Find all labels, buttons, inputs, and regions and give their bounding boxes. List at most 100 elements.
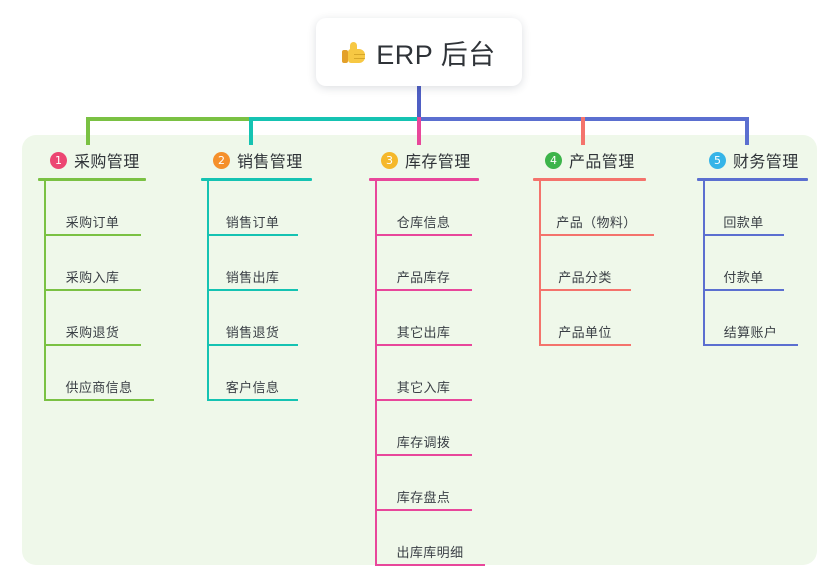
leaf-label: 销售订单 [225, 215, 280, 230]
leaf-label: 客户信息 [225, 380, 280, 395]
leaf-label: 其它出库 [396, 325, 451, 340]
branch-column-3: 3 库存管理 仓库信息 产品库存 其它出库 其它入库 库存调拨 [369, 148, 519, 566]
leaf-rule [539, 234, 654, 236]
leaf-rule [375, 564, 485, 566]
leaf-rule [207, 289, 298, 291]
branch-children-5: 回款单 付款单 结算账户 [697, 181, 839, 346]
branch-header-2[interactable]: 2 销售管理 [201, 148, 346, 172]
branch-badge-3: 3 [381, 151, 398, 169]
root-node-card[interactable]: ERP 后台 [316, 18, 522, 86]
leaf-label: 采购入库 [65, 270, 120, 285]
branch-column-5: 5 财务管理 回款单 付款单 结算账户 [697, 148, 839, 346]
leaf-node[interactable]: 采购订单 [44, 181, 141, 236]
leaf-node[interactable]: 销售订单 [207, 181, 298, 236]
leaf-rule [44, 399, 154, 401]
leaf-label: 供应商信息 [65, 380, 133, 395]
leaf-rule [539, 289, 631, 291]
thumbs-up-icon [342, 41, 366, 64]
leaf-node[interactable]: 客户信息 [207, 346, 298, 401]
leaf-node[interactable]: 销售出库 [207, 236, 298, 291]
leaf-node[interactable]: 结算账户 [703, 291, 798, 346]
leaf-rule [375, 454, 472, 456]
leaf-rule [375, 289, 472, 291]
leaf-label: 采购退货 [65, 325, 120, 340]
branch-title-4: 产品管理 [569, 154, 635, 171]
leaf-label: 采购订单 [65, 215, 120, 230]
leaf-rule [44, 344, 141, 346]
leaf-label: 回款单 [723, 215, 764, 230]
branch-badge-1: 1 [50, 151, 67, 169]
leaf-label: 出库库明细 [396, 545, 464, 560]
branch-header-1[interactable]: 1 采购管理 [38, 148, 183, 172]
leaf-label: 付款单 [723, 270, 764, 285]
leaf-rule [375, 234, 472, 236]
branch-spine-2 [207, 181, 209, 401]
branch-badge-5: 5 [709, 151, 726, 169]
leaf-node[interactable]: 产品分类 [539, 236, 631, 291]
branch-children-4: 产品（物料） 产品分类 产品单位 [533, 181, 688, 346]
leaf-node[interactable]: 产品单位 [539, 291, 631, 346]
branch-badge-4: 4 [545, 151, 562, 169]
leaf-rule [703, 344, 798, 346]
diagram-background-panel [22, 135, 817, 565]
branch-column-4: 4 产品管理 产品（物料） 产品分类 产品单位 [533, 148, 688, 346]
leaf-label: 产品分类 [558, 270, 612, 285]
leaf-label: 仓库信息 [396, 215, 451, 230]
leaf-node[interactable]: 产品（物料） [539, 181, 654, 236]
branch-rule-1 [38, 178, 146, 181]
leaf-node[interactable]: 产品库存 [375, 236, 472, 291]
leaf-rule [207, 234, 298, 236]
branch-rule-5 [697, 178, 808, 181]
leaf-node[interactable]: 付款单 [703, 236, 784, 291]
leaf-rule [703, 234, 784, 236]
leaf-rule [703, 289, 784, 291]
branch-children-2: 销售订单 销售出库 销售退货 客户信息 [201, 181, 346, 401]
branch-rule-3 [369, 178, 479, 181]
leaf-label: 销售退货 [225, 325, 280, 340]
leaf-label: 库存调拨 [396, 435, 451, 450]
leaf-node[interactable]: 出库库明细 [375, 511, 485, 566]
branch-header-4[interactable]: 4 产品管理 [533, 148, 688, 172]
leaf-node[interactable]: 销售退货 [207, 291, 298, 346]
leaf-rule [539, 344, 631, 346]
branch-column-1: 1 采购管理 采购订单 采购入库 采购退货 供应商信息 [38, 148, 183, 401]
root-node-label: ERP 后台 [376, 39, 496, 70]
branch-rule-4 [533, 178, 646, 181]
leaf-node[interactable]: 供应商信息 [44, 346, 154, 401]
leaf-label: 库存盘点 [396, 490, 451, 505]
leaf-label: 产品库存 [396, 270, 451, 285]
leaf-rule [375, 344, 472, 346]
leaf-node[interactable]: 采购入库 [44, 236, 141, 291]
branch-children-1: 采购订单 采购入库 采购退货 供应商信息 [38, 181, 183, 401]
leaf-node[interactable]: 库存盘点 [375, 456, 472, 511]
leaf-rule [375, 509, 472, 511]
branch-children-3: 仓库信息 产品库存 其它出库 其它入库 库存调拨 库存盘点 [369, 181, 519, 566]
branch-title-1: 采购管理 [74, 154, 140, 171]
branch-header-3[interactable]: 3 库存管理 [369, 148, 519, 172]
branch-spine-5 [703, 181, 705, 346]
leaf-label: 产品（物料） [556, 215, 637, 230]
leaf-label: 销售出库 [225, 270, 280, 285]
branch-title-2: 销售管理 [237, 154, 303, 171]
leaf-label: 结算账户 [723, 325, 778, 340]
leaf-node[interactable]: 其它入库 [375, 346, 472, 401]
branch-spine-1 [44, 181, 46, 401]
branch-title-5: 财务管理 [733, 154, 799, 171]
leaf-node[interactable]: 采购退货 [44, 291, 141, 346]
leaf-rule [375, 399, 472, 401]
leaf-node[interactable]: 其它出库 [375, 291, 472, 346]
branch-spine-3 [375, 181, 377, 566]
branch-header-5[interactable]: 5 财务管理 [697, 148, 839, 172]
leaf-rule [207, 344, 298, 346]
branch-spine-4 [539, 181, 541, 346]
branch-title-3: 库存管理 [405, 154, 471, 171]
leaf-rule [44, 289, 141, 291]
leaf-label: 其它入库 [396, 380, 451, 395]
leaf-node[interactable]: 回款单 [703, 181, 784, 236]
root-node-title: ERP 后台 [342, 33, 496, 72]
branch-column-2: 2 销售管理 销售订单 销售出库 销售退货 客户信息 [201, 148, 346, 401]
leaf-node[interactable]: 库存调拨 [375, 401, 472, 456]
leaf-node[interactable]: 仓库信息 [375, 181, 472, 236]
branch-rule-2 [201, 178, 312, 181]
